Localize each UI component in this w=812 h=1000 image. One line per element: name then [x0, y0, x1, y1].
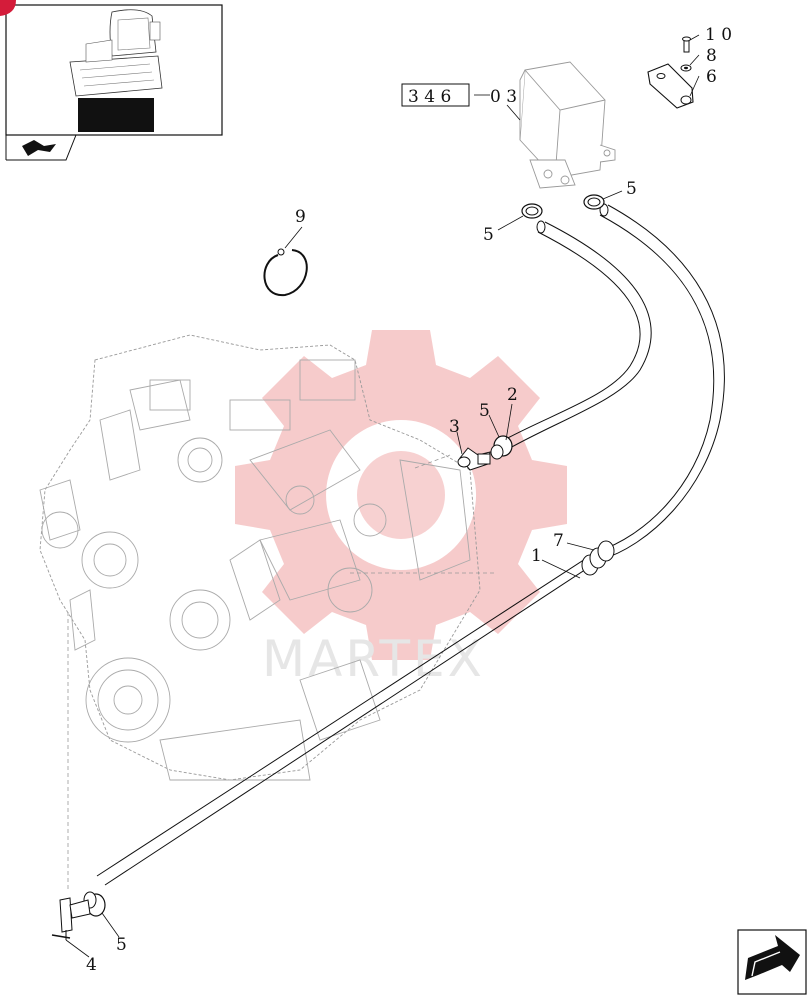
- clamp-part-5-upper-right: [583, 194, 605, 210]
- part-labels: 1 0 8 6 9 5 5 2 5 3 7 1 4 5: [86, 25, 732, 975]
- label-part-5-lower: 5: [116, 935, 127, 955]
- reference-box: [401, 83, 470, 107]
- elbow-fitting-part-3: [457, 447, 491, 471]
- watermark: MARTEX: [235, 330, 567, 688]
- hose-part-1: [96, 204, 725, 886]
- label-part-10: 1 0: [705, 25, 732, 45]
- label-part-3: 3: [449, 417, 460, 437]
- label-part-6: 6: [706, 67, 717, 87]
- bracket-part-6: [647, 63, 694, 109]
- electrical-box: [519, 61, 616, 189]
- coupling-part-7: [581, 540, 615, 576]
- bolt-part-10: [682, 36, 691, 53]
- seat-thumbnail-icon: [69, 9, 163, 132]
- watermark-text: MARTEX: [262, 630, 485, 688]
- leader-lines: [65, 34, 700, 958]
- label-part-5-upper-right: 5: [626, 179, 637, 199]
- clamp-part-5-upper-left: [521, 203, 543, 219]
- label-part-1: 1: [531, 546, 542, 566]
- label-part-4: 4: [86, 955, 97, 975]
- engine-illustration: [39, 334, 481, 781]
- label-part-9: 9: [295, 207, 306, 227]
- reference-346-03: 3 4 6 0 3: [401, 83, 517, 107]
- label-part-8: 8: [706, 46, 717, 66]
- label-part-5-middle: 5: [479, 401, 490, 421]
- watermark-gear-icon: [235, 330, 567, 660]
- nav-arrow-icon: [22, 140, 56, 156]
- clamp-part-5-lower: [83, 891, 106, 917]
- label-part-2: 2: [507, 385, 518, 405]
- washer-part-8: [680, 64, 692, 72]
- thumbnail-box: [0, 0, 223, 161]
- next-page-icon[interactable]: [737, 929, 807, 995]
- reference-box-label: 3 4 6: [408, 87, 451, 107]
- reference-lines: [67, 454, 495, 890]
- label-part-7: 7: [553, 531, 564, 551]
- reference-suffix-label: 0 3: [490, 87, 517, 107]
- circlip-part-9: [263, 248, 308, 297]
- clamp-part-5-middle: [490, 435, 513, 460]
- tee-fitting-part-4: [51, 897, 91, 940]
- label-part-5-upper-left: 5: [483, 225, 494, 245]
